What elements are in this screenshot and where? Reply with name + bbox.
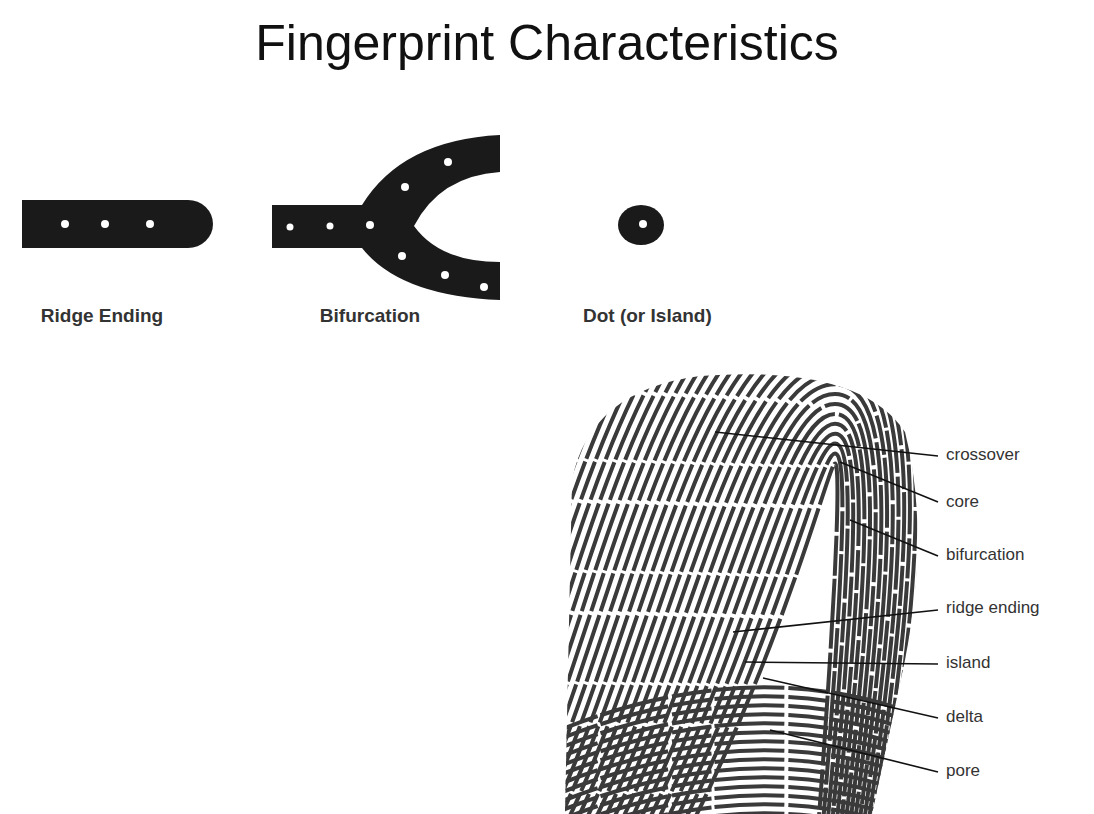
fingerprint (284, 18, 1094, 814)
feature-label: island (946, 653, 990, 673)
ridge-line (473, 226, 973, 814)
ridge-line (356, 97, 1048, 814)
ridge-line (392, 137, 1025, 814)
ridge-line (329, 67, 1065, 814)
ridge-line (560, 786, 930, 814)
ridge-line (302, 38, 1083, 814)
ridge-line (500, 256, 956, 814)
feature-label: core (946, 492, 979, 512)
ridge-line (560, 813, 930, 814)
shape-label: Ridge Ending (41, 305, 163, 327)
ridge-line (527, 285, 939, 814)
ridge-line (338, 77, 1060, 814)
bifurcation-symbol (272, 135, 500, 300)
feature-label: ridge ending (946, 598, 1040, 618)
ridge-line (365, 107, 1042, 814)
ridge-line (491, 246, 962, 814)
ridge-line (311, 48, 1077, 814)
shape-label: Dot (or Island) (583, 305, 712, 327)
ridge-line (518, 275, 944, 814)
ridge-line (482, 236, 967, 814)
ridge-ending-symbol (22, 200, 213, 248)
feature-label: bifurcation (946, 545, 1024, 565)
ridge-line (464, 216, 979, 814)
ridge-line (293, 28, 1088, 814)
ridge-line (284, 18, 1094, 814)
dot-symbol (618, 205, 664, 245)
title: Fingerprint Characteristics (0, 14, 1094, 72)
ridge-line (383, 127, 1031, 814)
feature-label: pore (946, 761, 980, 781)
ridge-line (446, 196, 990, 814)
shape-label: Bifurcation (320, 305, 420, 327)
ridge-line (374, 117, 1036, 814)
ridge-line (437, 186, 996, 814)
feature-label: crossover (946, 445, 1020, 465)
feature-label: delta (946, 707, 983, 727)
ridge-line (536, 295, 933, 814)
ridge-line (455, 206, 985, 814)
ridge-line (320, 58, 1071, 814)
ridge-line (347, 87, 1054, 814)
ridge-line (401, 147, 1019, 814)
ridge-line (419, 166, 1008, 814)
ridge-line (410, 157, 1013, 814)
ridge-line (428, 176, 1002, 814)
leader-lines (715, 432, 938, 772)
